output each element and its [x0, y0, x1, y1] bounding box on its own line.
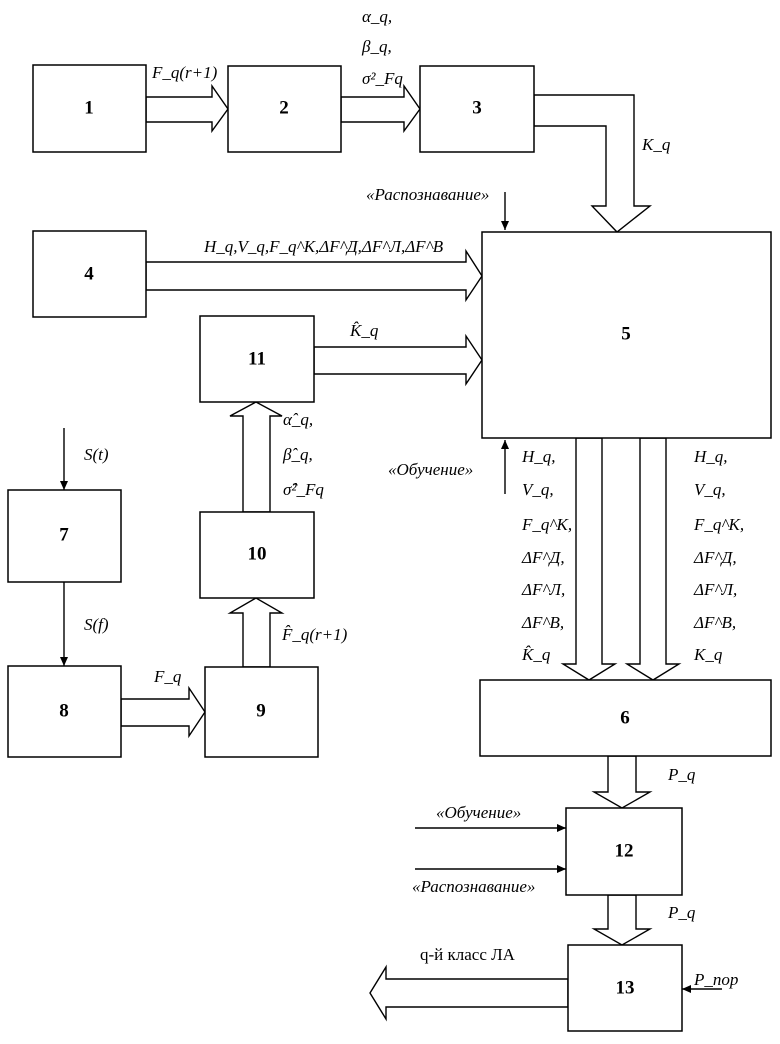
label-pq-2: P_q [667, 903, 696, 922]
arrow-6-to-12 [594, 756, 650, 808]
param-right-4: ΔF^Л, [693, 580, 737, 599]
arrow-2-to-3 [341, 86, 420, 131]
param-left-2: F_q^K, [521, 515, 572, 534]
param-left-4: ΔF^Л, [521, 580, 565, 599]
block-13-number: 13 [616, 977, 635, 998]
block-1-number: 1 [84, 97, 94, 118]
label-recognition-low: «Распознавание» [412, 877, 535, 896]
label-alpha-hat: α̂_q, [283, 410, 313, 429]
param-right-0: H_q, [693, 447, 728, 466]
label-fhat-r1: F̂_q(r+1) [281, 625, 348, 644]
block-11-number: 11 [248, 348, 266, 369]
param-left-0: H_q, [521, 447, 556, 466]
param-right-5: ΔF^В, [693, 613, 736, 632]
label-training-mid: «Обучение» [388, 460, 473, 479]
arrow-11-to-5 [314, 336, 482, 384]
param-right-3: ΔF^Д, [693, 548, 737, 567]
param-column-left: H_q, V_q, F_q^K, ΔF^Д, ΔF^Л, ΔF^В, K̂_q [521, 447, 572, 664]
arrow-4-to-5 [146, 251, 482, 300]
param-left-5: ΔF^В, [521, 613, 564, 632]
block-9-number: 9 [256, 700, 266, 721]
label-kq-top: K_q [641, 135, 671, 154]
label-khat: K̂_q [349, 321, 379, 340]
label-fq-r1: F_q(r+1) [151, 63, 218, 82]
label-training-low: «Обучение» [436, 803, 521, 822]
block-8-number: 8 [59, 700, 69, 721]
arrow-5-to-6-right [627, 438, 679, 680]
label-sigma: σ²_Fq [362, 69, 403, 88]
label-beta: β_q, [361, 37, 392, 56]
arrow-8-to-9 [121, 688, 205, 736]
block-6-number: 6 [620, 707, 630, 728]
arrow-1-to-2 [146, 86, 228, 131]
label-alpha: α_q, [362, 7, 392, 26]
label-sigma-hat: σ̂²_Fq [283, 480, 324, 499]
param-left-3: ΔF^Д, [521, 548, 565, 567]
arrow-13-output [370, 967, 568, 1019]
block-3-number: 3 [472, 97, 482, 118]
arrow-9-to-10 [230, 598, 282, 667]
block-5-number: 5 [621, 323, 631, 344]
label-p-threshold: P_пор [693, 970, 738, 989]
label-sf: S(f) [84, 615, 109, 634]
param-left-1: V_q, [522, 480, 554, 499]
label-recognition-top: «Распознавание» [366, 185, 489, 204]
arrow-5-to-6-left [563, 438, 615, 680]
arrow-12-to-13 [594, 895, 650, 945]
label-params: H_q,V_q,F_q^K,ΔF^Д,ΔF^Л,ΔF^В [203, 237, 444, 256]
label-pq-1: P_q [667, 765, 696, 784]
arrow-10-to-11 [230, 402, 282, 512]
param-right-6: K_q [693, 645, 723, 664]
label-output: q-й класс ЛА [420, 945, 516, 964]
block-4-number: 4 [84, 263, 94, 284]
param-right-2: F_q^K, [693, 515, 744, 534]
param-column-right: H_q, V_q, F_q^K, ΔF^Д, ΔF^Л, ΔF^В, K_q [693, 447, 744, 664]
label-fq: F_q [153, 667, 182, 686]
block-2-number: 2 [279, 97, 289, 118]
label-st: S(t) [84, 445, 109, 464]
block-7-number: 7 [59, 524, 69, 545]
block-10-number: 10 [248, 543, 267, 564]
label-beta-hat: β̂_q, [282, 445, 313, 464]
param-left-6: K̂_q [521, 645, 551, 664]
param-right-1: V_q, [694, 480, 726, 499]
arrow-3-to-5 [534, 95, 650, 232]
block-12-number: 12 [615, 840, 634, 861]
